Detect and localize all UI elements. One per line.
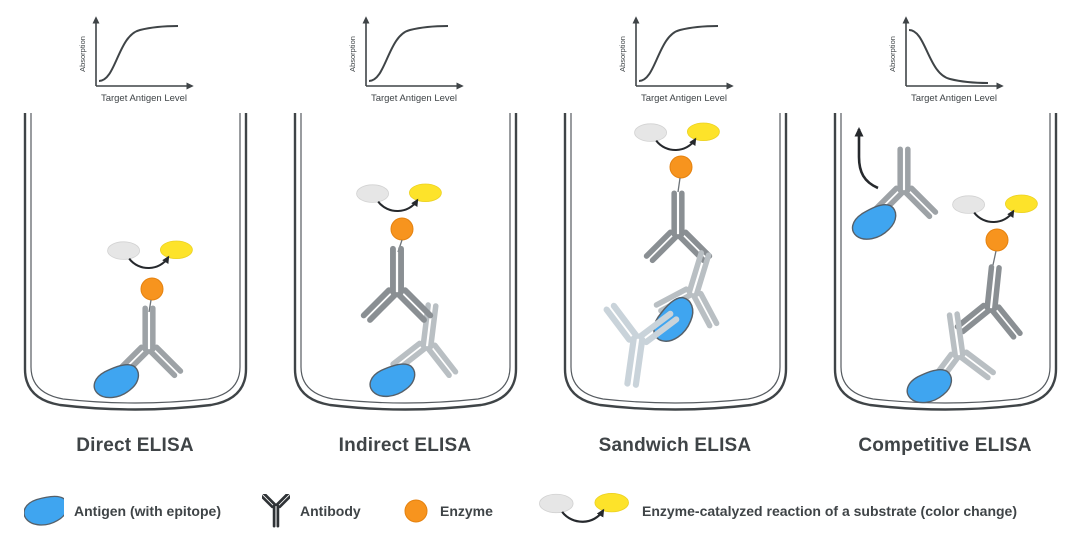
reaction-icon bbox=[538, 488, 630, 534]
enzyme-icon bbox=[390, 217, 414, 241]
wash-away-arrow bbox=[854, 127, 879, 190]
sigmoid-curve bbox=[638, 25, 719, 82]
substrate-reaction-icon bbox=[635, 123, 720, 150]
antibody-icon bbox=[262, 494, 290, 528]
y-axis-label: Absorption bbox=[78, 36, 87, 72]
well-sandwich bbox=[563, 113, 788, 411]
legend-item-reaction: Enzyme-catalyzed reaction of a substrate… bbox=[538, 482, 1017, 540]
substrate-reaction-icon bbox=[357, 184, 442, 211]
well-indirect bbox=[293, 113, 518, 411]
panel-indirect-elisa: Absorption Target Antigen Level Indirect… bbox=[270, 0, 540, 473]
y-axis-label: Absorption bbox=[348, 36, 357, 72]
enzyme-icon bbox=[404, 499, 428, 523]
panel-title: Direct ELISA bbox=[76, 435, 194, 456]
enzyme-icon bbox=[140, 277, 164, 301]
sigmoid-curve bbox=[98, 25, 179, 82]
panel-direct-elisa: Absorption Target Antigen Level Direct E… bbox=[0, 0, 270, 473]
absorption-chart-direct: Absorption Target Antigen Level bbox=[78, 16, 194, 104]
well-wall-outer bbox=[833, 113, 1058, 411]
legend-label: Antibody bbox=[300, 503, 361, 519]
x-axis-label: Target Antigen Level bbox=[641, 93, 727, 104]
panel-competitive-elisa: Absorption Target Antigen Level Competit… bbox=[810, 0, 1080, 473]
well-wall-inner bbox=[840, 113, 1051, 404]
sigmoid-curve bbox=[908, 29, 989, 84]
antigen-icon bbox=[24, 495, 64, 526]
y-axis-label: Absorption bbox=[888, 36, 897, 72]
panel-title: Sandwich ELISA bbox=[598, 435, 752, 456]
x-axis-label: Target Antigen Level bbox=[911, 93, 997, 104]
well-wall-outer bbox=[563, 113, 788, 411]
panel-sandwich-elisa: Absorption Target Antigen Level Sandwich… bbox=[540, 0, 810, 473]
enzyme-icon bbox=[669, 155, 693, 179]
x-axis-label: Target Antigen Level bbox=[101, 93, 187, 104]
well-wall-outer bbox=[293, 113, 518, 411]
legend: Antigen (with epitope) Antibody Enzyme E… bbox=[0, 482, 1080, 540]
absorption-chart-sandwich: Absorption Target Antigen Level bbox=[618, 16, 734, 104]
well-wall-inner bbox=[570, 113, 781, 404]
well-wall-inner bbox=[30, 113, 241, 404]
substrate-reaction-icon bbox=[108, 241, 193, 268]
panel-title: Indirect ELISA bbox=[338, 435, 472, 456]
legend-item-enzyme: Enzyme bbox=[404, 482, 493, 540]
well-wall-inner bbox=[300, 113, 511, 404]
legend-label: Enzyme-catalyzed reaction of a substrate… bbox=[642, 503, 1017, 519]
legend-label: Antigen (with epitope) bbox=[74, 503, 221, 519]
well-competitive bbox=[833, 113, 1058, 411]
enzyme-connector bbox=[148, 299, 152, 313]
panels-row: Absorption Target Antigen Level Direct E… bbox=[0, 0, 1080, 473]
antigen-icon bbox=[367, 361, 418, 400]
well-wall-outer bbox=[23, 113, 248, 411]
secondary-antibody bbox=[957, 264, 1027, 337]
enzyme-connector bbox=[677, 177, 681, 193]
bound-antigen-icon bbox=[903, 366, 956, 407]
enzyme-icon bbox=[985, 228, 1009, 252]
substrate-reaction-icon bbox=[953, 195, 1038, 222]
enzyme-connector bbox=[992, 250, 997, 266]
x-axis-label: Target Antigen Level bbox=[371, 93, 457, 104]
secondary-antibody bbox=[364, 249, 431, 320]
absorption-chart-competitive: Absorption Target Antigen Level bbox=[888, 16, 1004, 104]
well-direct bbox=[23, 113, 248, 411]
absorption-chart-indirect: Absorption Target Antigen Level bbox=[348, 16, 464, 104]
y-axis-label: Absorption bbox=[618, 36, 627, 72]
capture-antibody bbox=[597, 305, 677, 389]
panel-title: Competitive ELISA bbox=[858, 435, 1032, 456]
legend-item-antibody: Antibody bbox=[262, 482, 361, 540]
free-antigen-icon bbox=[847, 201, 902, 244]
antigen-icon bbox=[90, 361, 143, 402]
legend-label: Enzyme bbox=[440, 503, 493, 519]
sigmoid-curve bbox=[368, 25, 449, 82]
enzyme-linked-antibody bbox=[647, 193, 710, 260]
legend-item-antigen: Antigen (with epitope) bbox=[24, 482, 221, 540]
